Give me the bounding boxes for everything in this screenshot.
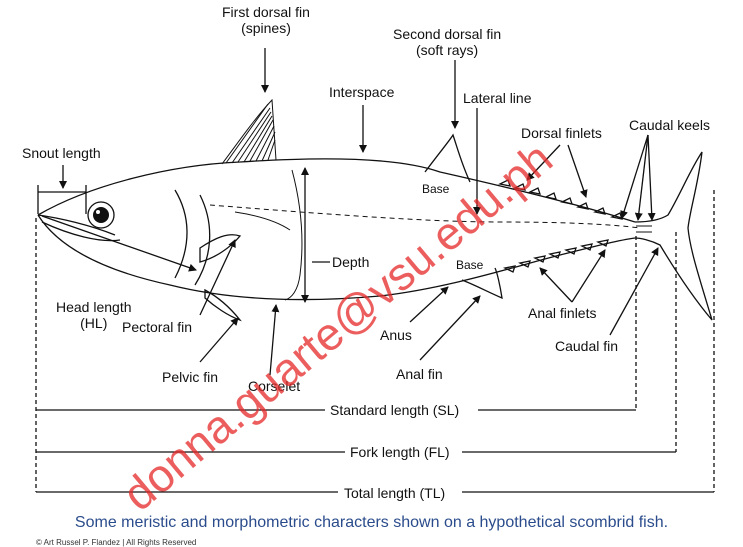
label-second-dorsal-fin: Second dorsal fin (soft rays) [393, 26, 501, 58]
label-second-dorsal-fin-text: Second dorsal fin [393, 26, 502, 42]
label-standard-length: Standard length (SL) [330, 402, 460, 418]
label-dorsal-finlets: Dorsal finlets [521, 125, 602, 141]
label-fork-length: Fork length (FL) [350, 444, 450, 460]
label-head-length-abbr: (HL) [80, 315, 108, 331]
copyright-notice: © Art Russel P. Flandez | All Rights Res… [36, 538, 197, 547]
length-lines [35, 190, 715, 493]
fish-outline [37, 133, 713, 322]
label-first-dorsal-fin: First dorsal fin (spines) [222, 4, 310, 36]
label-base-dorsal: Base [422, 182, 450, 196]
label-depth: Depth [332, 254, 370, 270]
label-corselet: Corselet [248, 378, 301, 394]
label-first-dorsal-fin-sub: (spines) [241, 20, 291, 36]
label-caudal-keels: Caudal keels [629, 117, 710, 133]
label-interspace: Interspace [329, 84, 395, 100]
label-head-length-text: Head length [56, 299, 132, 315]
label-anal-finlets: Anal finlets [528, 305, 597, 321]
label-first-dorsal-fin-text: First dorsal fin [222, 4, 310, 20]
label-pelvic-fin: Pelvic fin [162, 369, 219, 385]
label-second-dorsal-fin-sub: (soft rays) [415, 42, 479, 58]
label-anus: Anus [380, 327, 412, 343]
first-dorsal-fin [221, 98, 277, 165]
label-head-length: Head length (HL) [56, 299, 132, 331]
label-base-anal: Base [456, 258, 484, 272]
label-pectoral-fin: Pectoral fin [122, 319, 193, 335]
annotation-lines [37, 48, 659, 376]
label-caudal-fin: Caudal fin [555, 338, 619, 354]
label-anal-fin: Anal fin [396, 366, 443, 382]
eye [87, 201, 115, 229]
label-snout-length: Snout length [22, 145, 101, 161]
label-total-length: Total length (TL) [344, 485, 446, 501]
figure-caption: Some meristic and morphometric character… [74, 514, 669, 531]
label-lateral-line: Lateral line [463, 90, 532, 106]
